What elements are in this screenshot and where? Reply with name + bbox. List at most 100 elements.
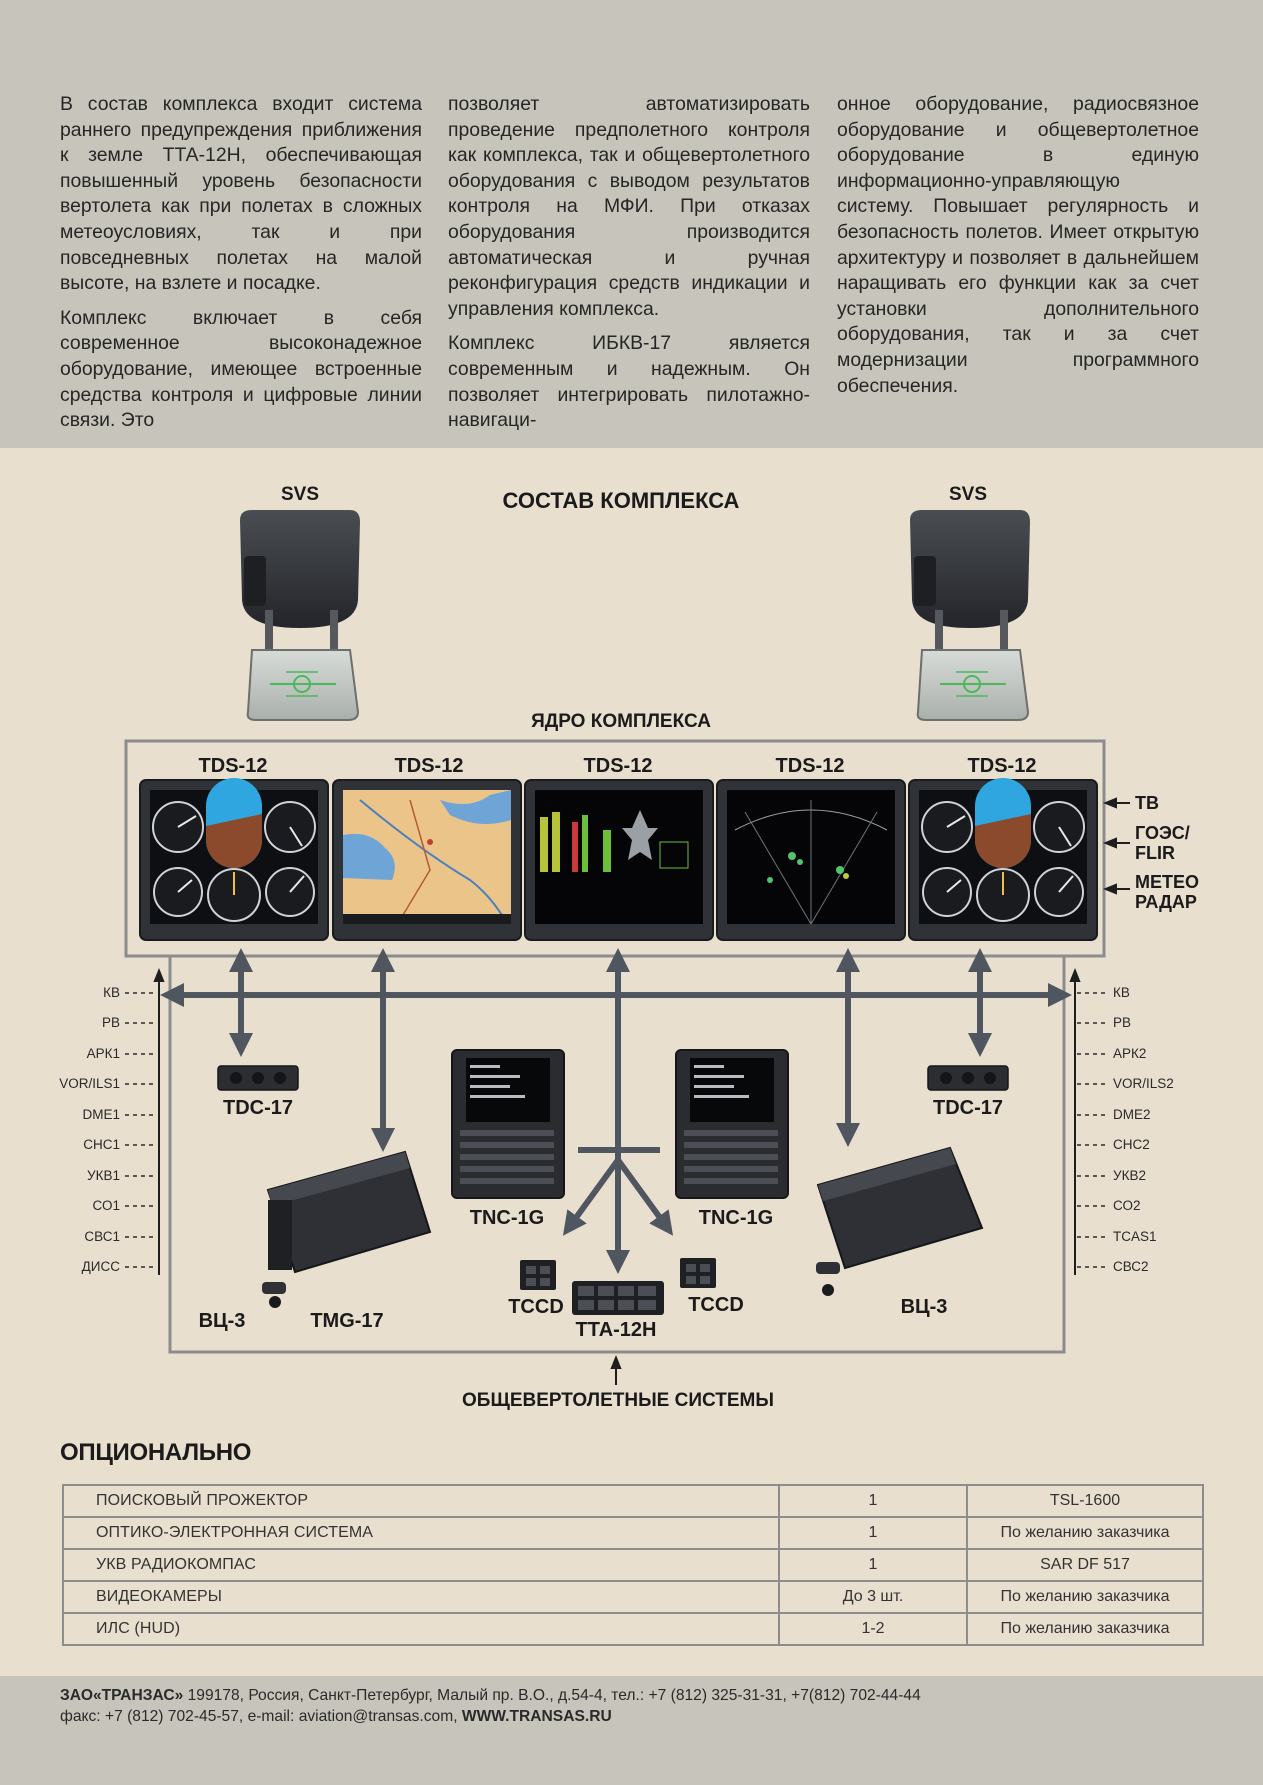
tnc-1g-right: TNC-1G <box>675 1049 789 1229</box>
system-label: СВС1 <box>84 1229 120 1244</box>
option-qty: 1 <box>778 1516 968 1550</box>
system-label: КВ <box>1113 985 1130 1000</box>
option-qty: 1-2 <box>778 1612 968 1646</box>
option-qty: До 3 шт. <box>778 1580 968 1614</box>
option-note: SAR DF 517 <box>966 1548 1204 1582</box>
system-label: КВ <box>103 985 120 1000</box>
system-label: VOR/ILS2 <box>1113 1076 1174 1091</box>
general-systems-label: ОБЩЕВЕРТОЛЕТНЫЕ СИСТЕМЫ <box>462 1390 774 1411</box>
vc-3-right-unit: ВЦ-3 <box>816 1146 984 1318</box>
intro-band <box>0 0 1263 448</box>
option-name: ИЛС (HUD) <box>62 1612 780 1646</box>
system-label: DME2 <box>1113 1107 1151 1122</box>
system-label: СВС2 <box>1113 1259 1149 1274</box>
table-row: ОПТИКО-ЭЛЕКТРОННАЯ СИСТЕМА 1 По желанию … <box>62 1516 1204 1550</box>
intro-paragraph: Комплекс ИБКВ-17 является современным и … <box>448 332 810 432</box>
tdc-right-label: TDC-17 <box>933 1097 1003 1119</box>
lower-frame <box>168 956 1066 1354</box>
option-note: По желанию заказчика <box>966 1516 1204 1550</box>
svs-hud-right: SVS <box>910 484 1030 721</box>
footer <box>0 1676 1263 1785</box>
option-note: TSL-1600 <box>966 1484 1204 1518</box>
tmg-label: TMG-17 <box>310 1310 383 1332</box>
option-name: ОПТИКО-ЭЛЕКТРОННАЯ СИСТЕМА <box>62 1516 780 1550</box>
option-name: УКВ РАДИОКОМПАС <box>62 1548 780 1582</box>
vc-right-label: ВЦ-3 <box>901 1296 948 1318</box>
option-note: По желанию заказчика <box>966 1580 1204 1614</box>
option-name: ПОИСКОВЫЙ ПРОЖЕКТОР <box>62 1484 780 1518</box>
footer-contact-line: факс: +7 (812) 702-45-57, e-mail: aviati… <box>60 1708 612 1726</box>
table-row: УКВ РАДИОКОМПАС 1 SAR DF 517 <box>62 1548 1204 1582</box>
tta-12h-unit: ТТА-12Н <box>572 1281 664 1341</box>
intro-paragraph: Комплекс включает в себя современное выс… <box>60 306 422 432</box>
tccd-left-label: TCCD <box>508 1296 564 1318</box>
system-label: СО1 <box>93 1198 120 1213</box>
intro-column-1: В состав комплекса входит система раннег… <box>60 92 422 443</box>
diagram-title: СОСТАВ КОМПЛЕКСА <box>503 488 740 513</box>
display-label: TDS-12 <box>968 755 1037 777</box>
tds-display-engine <box>524 779 714 941</box>
tccd-left-unit: TCCD <box>508 1260 564 1318</box>
system-label: УКВ2 <box>1113 1168 1146 1183</box>
svs-left-label: SVS <box>281 484 319 505</box>
option-qty: 1 <box>778 1484 968 1518</box>
website-link[interactable]: WWW.TRANSAS.RU <box>461 1708 612 1725</box>
system-label: VOR/ILS1 <box>59 1076 120 1091</box>
system-label: РВ <box>1113 1015 1131 1030</box>
footer-address-line: ЗАО«ТРАНЗАС» 199178, Россия, Санкт-Петер… <box>60 1687 921 1705</box>
option-note: По желанию заказчика <box>966 1612 1204 1646</box>
system-label: СО2 <box>1113 1198 1140 1213</box>
system-label: АРК2 <box>1113 1046 1146 1061</box>
table-row: ВИДЕОКАМЕРЫ До 3 шт. По желанию заказчик… <box>62 1580 1204 1614</box>
right-systems-list: КВ РВ АРК2 VOR/ILS2 DME2 СНС2 УКВ2 СО2 T… <box>1077 985 1174 1274</box>
left-systems-list: КВ РВ АРК1 VOR/ILS1 DME1 СНС1 УКВ1 СО1 С… <box>59 985 157 1274</box>
intro-paragraph: В состав комплекса входит система раннег… <box>60 93 422 295</box>
intro-paragraph: позволяет автоматизировать проведение пр… <box>448 93 810 320</box>
system-label: DME1 <box>82 1107 120 1122</box>
input-label-tv: ТВ <box>1135 793 1159 813</box>
tds-display-radar <box>716 779 906 941</box>
tccd-right-unit: TCCD <box>680 1258 744 1316</box>
tdc-17-left: TDC-17 <box>217 1065 299 1119</box>
tds-display-instruments-right <box>908 778 1098 941</box>
display-label: TDS-12 <box>776 755 845 777</box>
display-label: TDS-12 <box>199 755 268 777</box>
system-label: СНС1 <box>83 1137 120 1152</box>
system-label: TCAS1 <box>1113 1229 1157 1244</box>
optional-title: ОПЦИОНАЛЬНО <box>60 1439 252 1466</box>
table-row: ПОИСКОВЫЙ ПРОЖЕКТОР 1 TSL-1600 <box>62 1484 1204 1518</box>
tdc-left-label: TDC-17 <box>223 1097 293 1119</box>
fax-email: факс: +7 (812) 702-45-57, e-mail: aviati… <box>60 1708 462 1725</box>
input-label-radar: РАДАР <box>1135 892 1197 912</box>
company-name: ЗАО«ТРАНЗАС» <box>60 1687 184 1704</box>
tds-display-map <box>332 779 522 941</box>
company-address: 199178, Россия, Санкт-Петербург, Малый п… <box>183 1687 921 1704</box>
system-label: СНС2 <box>1113 1137 1150 1152</box>
system-label: УКВ1 <box>87 1168 120 1183</box>
tccd-right-label: TCCD <box>688 1294 744 1316</box>
system-label: РВ <box>102 1015 120 1030</box>
system-label: ДИСС <box>82 1259 121 1274</box>
svs-right-label: SVS <box>949 484 987 505</box>
core-label: ЯДРО КОМПЛЕКСА <box>531 711 711 732</box>
tnc-left-label: TNC-1G <box>470 1207 544 1229</box>
system-label: АРК1 <box>87 1046 120 1061</box>
vc-3-left-unit: ВЦ-3 TMG-17 <box>199 1150 432 1332</box>
tds-display-instruments-left <box>139 778 329 941</box>
input-label-goes: ГОЭС/ <box>1135 823 1190 843</box>
option-qty: 1 <box>778 1548 968 1582</box>
display-label: TDS-12 <box>584 755 653 777</box>
intro-column-3: онное оборудование, радиосвязное оборудо… <box>837 92 1199 408</box>
tdc-17-right: TDC-17 <box>927 1065 1009 1119</box>
intro-column-2: позволяет автоматизировать проведение пр… <box>448 92 810 443</box>
tta-label: ТТА-12Н <box>576 1319 657 1341</box>
system-diagram: СОСТАВ КОМПЛЕКСА SVS SVS ЯДРО КОМПЛЕКСА … <box>59 484 1199 1411</box>
optional-table: ПОИСКОВЫЙ ПРОЖЕКТОР 1 TSL-1600 ОПТИКО-ЭЛ… <box>62 1484 1204 1646</box>
svs-hud-left: SVS <box>240 484 360 721</box>
input-label-meteo: МЕТЕО <box>1135 872 1199 892</box>
table-row: ИЛС (HUD) 1-2 По желанию заказчика <box>62 1612 1204 1646</box>
tnc-1g-left: TNC-1G <box>451 1049 565 1229</box>
intro-paragraph: онное оборудование, радиосвязное оборудо… <box>837 93 1199 397</box>
tnc-right-label: TNC-1G <box>699 1207 773 1229</box>
vc-left-label: ВЦ-3 <box>199 1310 246 1332</box>
